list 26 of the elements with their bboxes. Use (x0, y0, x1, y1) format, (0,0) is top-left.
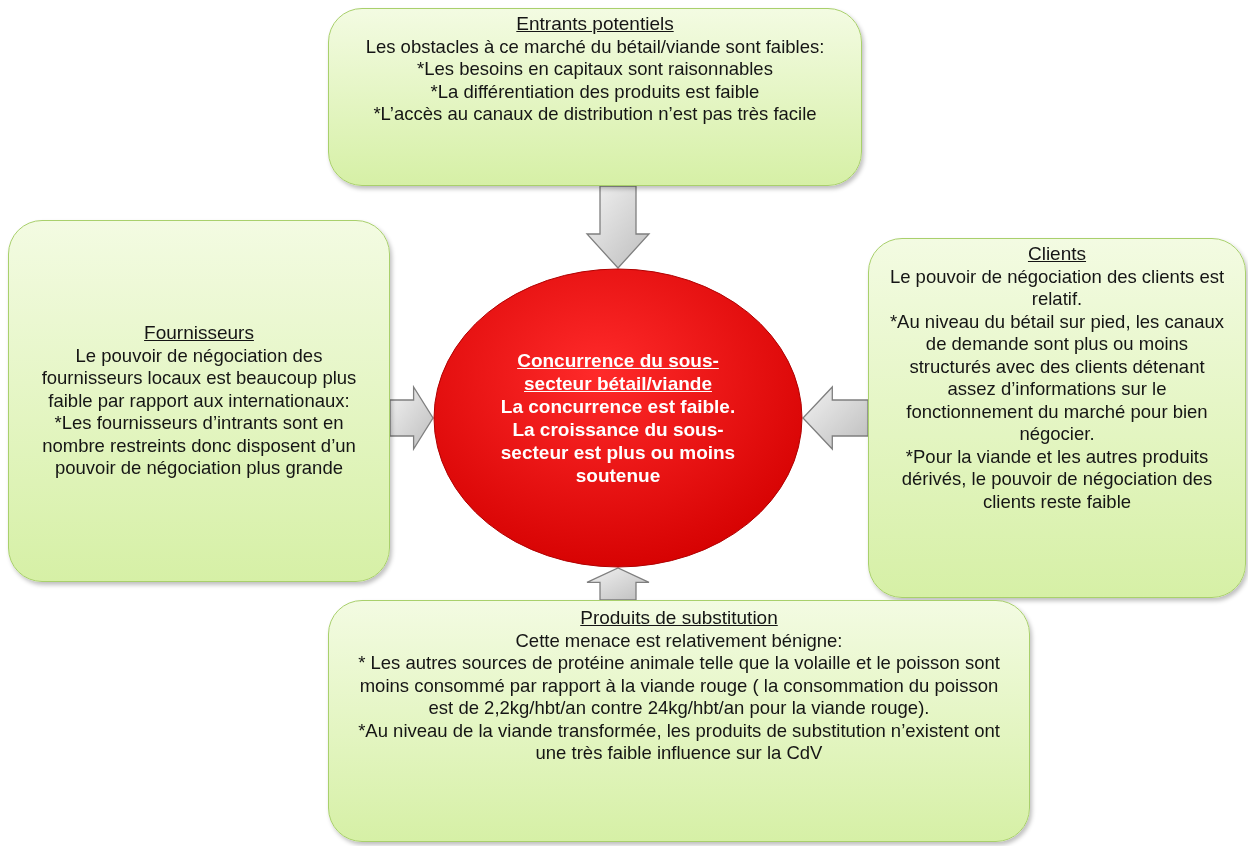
box-text: *L’accès au canaux de distribution n’est pas très facile (373, 103, 817, 126)
circle-text: La concurrence est faible. La croissance du sous-secteur est plus ou moins soutenue (499, 395, 737, 487)
box-text: Les obstacles à ce marché du bétail/viande sont faibles: (365, 35, 825, 58)
box-text: Le pouvoir de négociation des fournisseurs locaux est beaucoup plus faible par rapport aux internationaux: (40, 344, 358, 413)
box-text: *Au niveau du bétail sur pied, les canaux de demande sont plus ou moins structurés avec des clients détenant assez d’informations sur le fonctionnement du marché pour bien négocier. (888, 310, 1226, 446)
block-arrow (585, 185, 651, 269)
box-heading: Clients (1027, 243, 1087, 266)
box-heading: Entrants potentiels (516, 13, 674, 36)
box-text: * Les autres sources de protéine animale telle que la volaille et le poisson sont moins consommé par rapport à la viande rouge ( la consommation du poisson est de 2,2kg/hbt/an contre 24kg/hbt/an pour la viande rouge). (357, 652, 1001, 720)
box-text: Le pouvoir de négociation des clients est relatif. (888, 265, 1226, 311)
box-text: *Les fournisseurs d’intrants sont en nombre restreints donc disposent d’un pouvoir de négociation plus grande (41, 412, 357, 480)
circle-heading: Concurrence du sous-secteur bétail/viande (516, 349, 720, 395)
box-heading: Produits de substitution (580, 607, 778, 630)
force-box (8, 220, 390, 582)
box-text: *Les besoins en capitaux sont raisonnables (417, 58, 773, 81)
box-text: *Pour la viande et les autres produits dérivés, le pouvoir de négociation des clients reste faible (900, 445, 1214, 513)
force-box (868, 238, 1246, 598)
block-arrow (586, 567, 650, 601)
box-text: Cette menace est relativement bénigne: (515, 629, 843, 652)
force-box (328, 8, 862, 186)
box-text: *Au niveau de la viande transformée, les produits de substitution n’existent ont une très faible influence sur la CdV (357, 719, 1001, 765)
block-arrow (802, 385, 869, 451)
force-box (328, 600, 1030, 842)
box-heading: Fournisseurs (144, 322, 254, 345)
block-arrow (389, 384, 434, 452)
box-text: *La différentiation des produits est faible (430, 80, 760, 103)
